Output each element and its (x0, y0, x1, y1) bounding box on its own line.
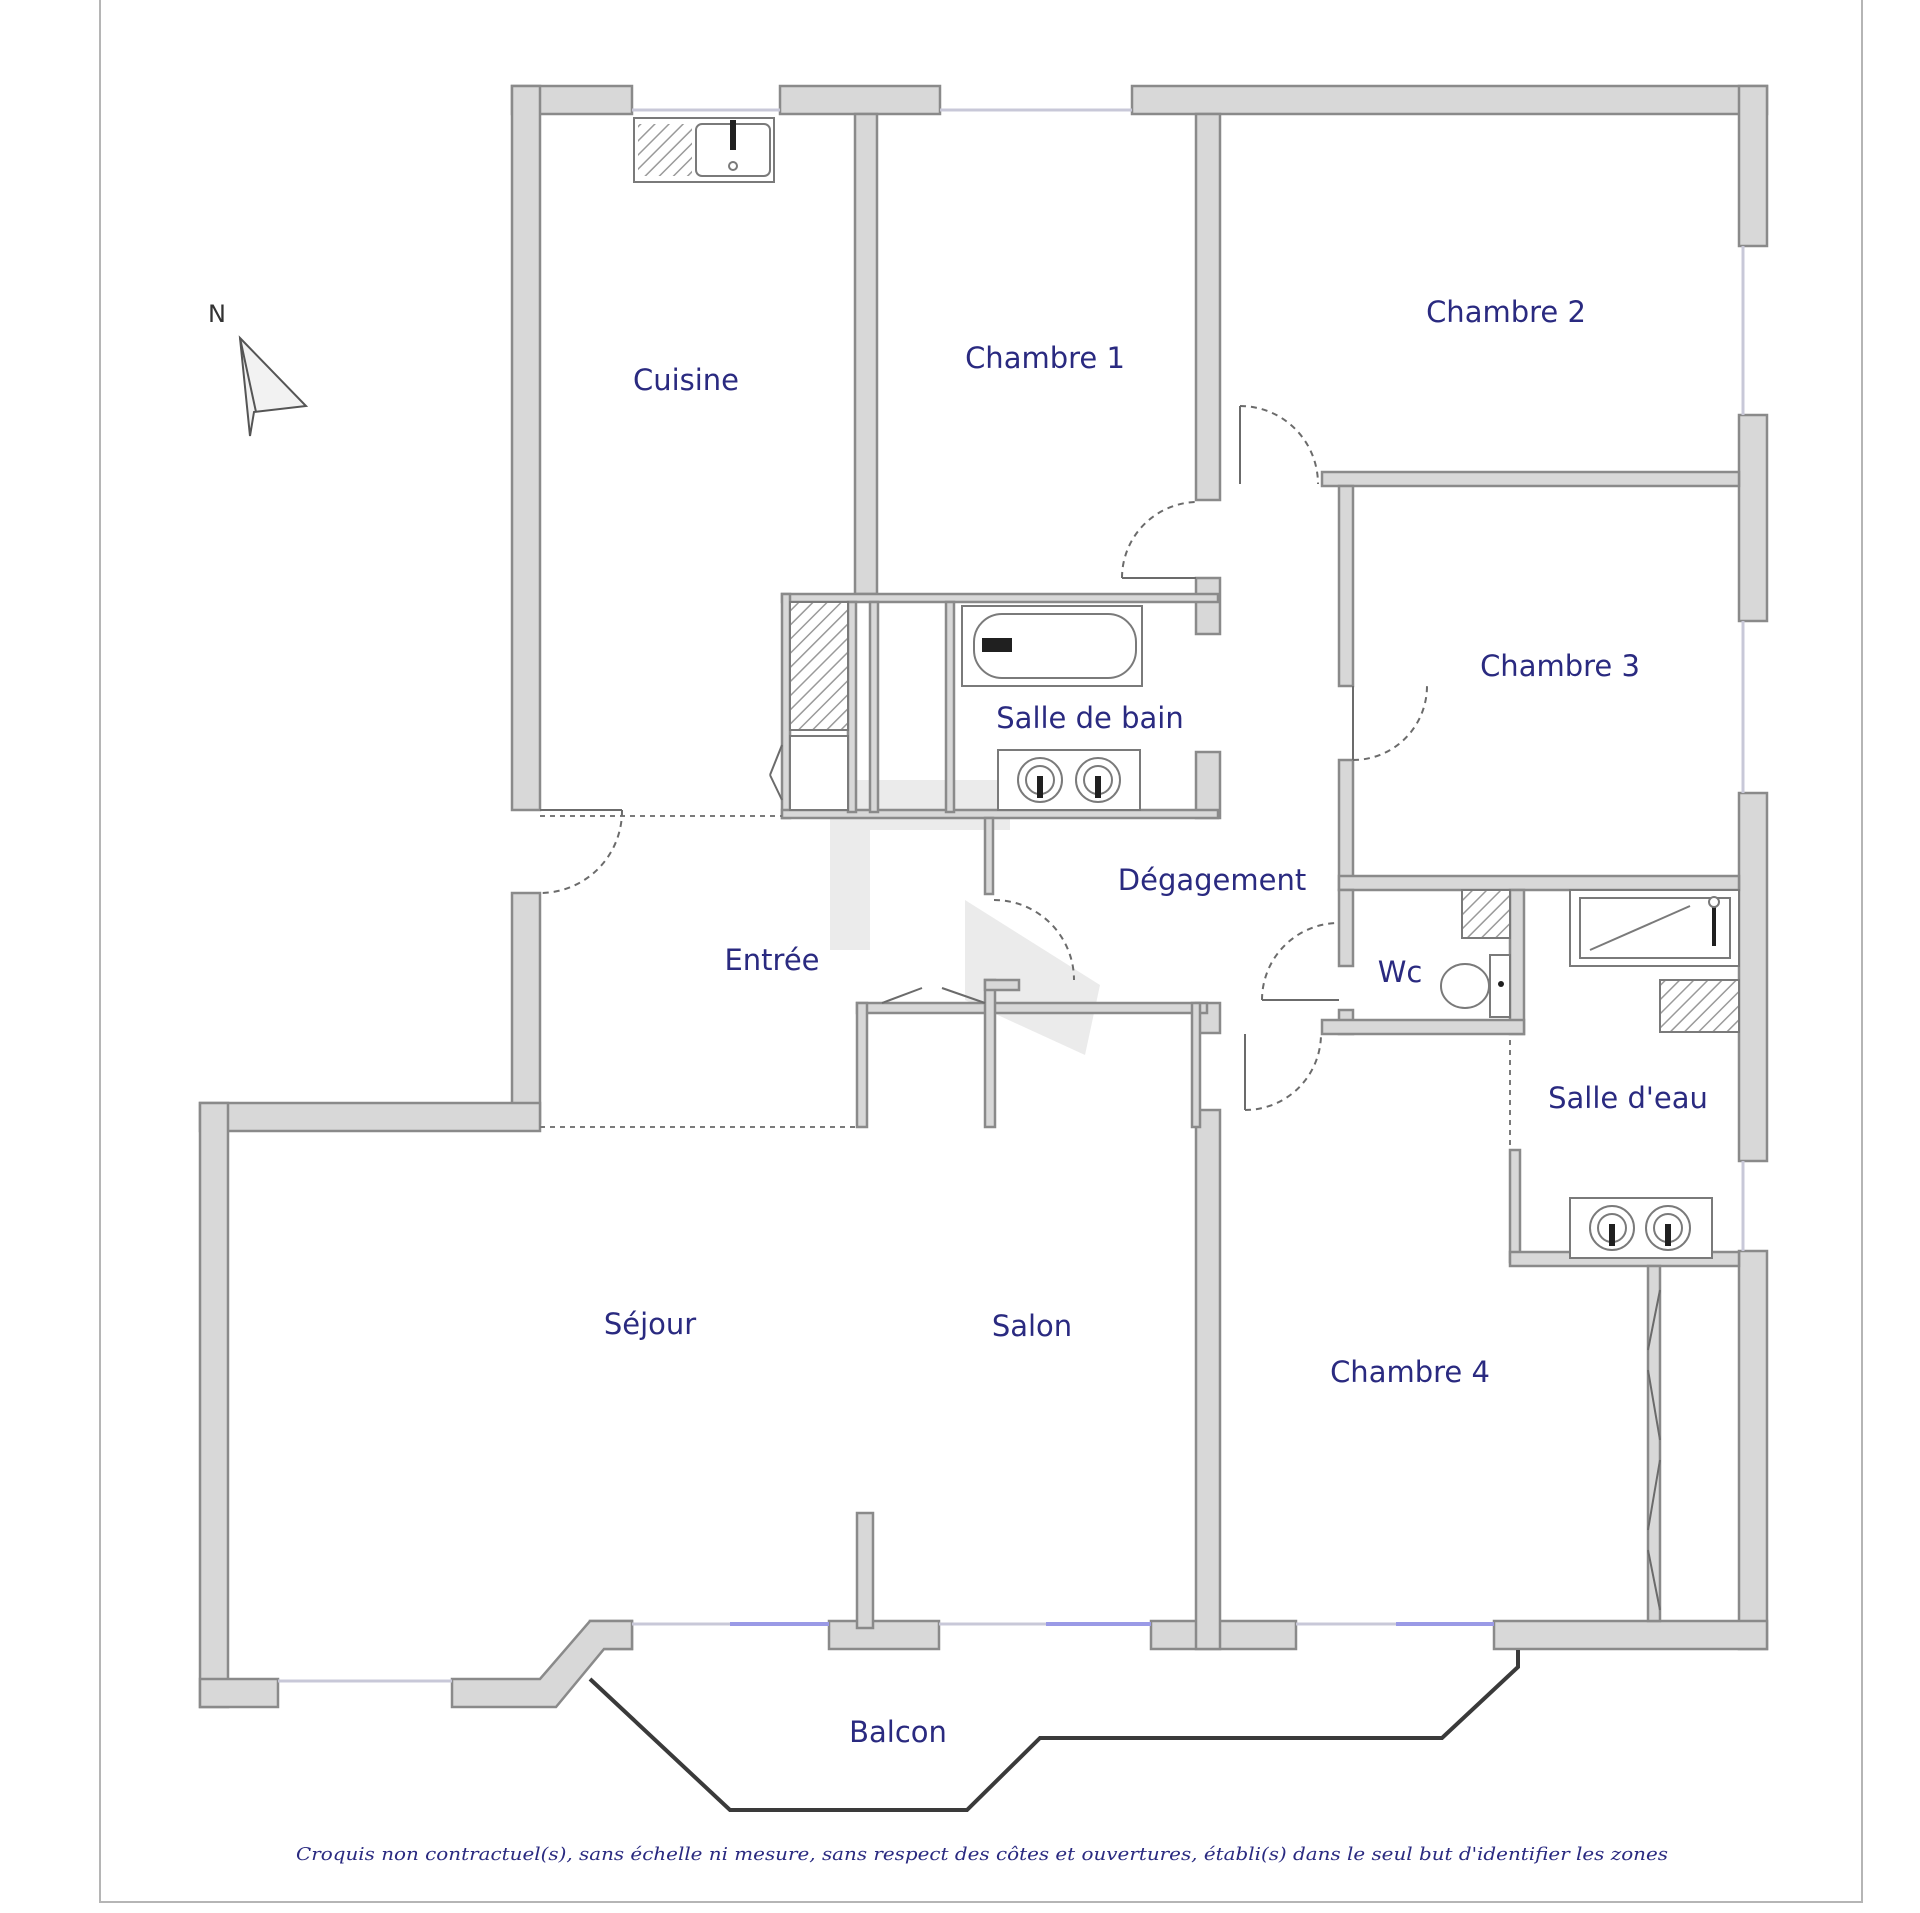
bathtub-icon (961, 605, 1143, 687)
north-label: N (208, 300, 226, 328)
duct-hatch (789, 601, 849, 731)
room-label-chambre3: Chambre 3 (1480, 649, 1640, 683)
watermark-logo (830, 780, 1100, 1055)
room-label-chambre2: Chambre 2 (1426, 295, 1586, 329)
room-label-salle-deau: Salle d'eau (1548, 1081, 1708, 1115)
wc-duct-hatch (1461, 889, 1511, 939)
kitchen-sink-icon (633, 117, 775, 183)
room-label-chambre4: Chambre 4 (1330, 1355, 1490, 1389)
shower-icon (1569, 889, 1740, 967)
windows (278, 108, 1745, 1683)
double-basin-icon (997, 749, 1141, 811)
room-labels: Cuisine Chambre 1 Chambre 2 Chambre 3 Sa… (604, 295, 1708, 1749)
room-label-sejour: Séjour (604, 1307, 696, 1341)
room-label-degagement: Dégagement (1118, 863, 1306, 897)
storage-cabinet (789, 735, 849, 811)
room-label-entree: Entrée (724, 943, 819, 977)
room-label-salon: Salon (992, 1309, 1072, 1343)
room-label-cuisine: Cuisine (633, 363, 739, 397)
toilet-icon (1440, 954, 1511, 1018)
room-label-chambre1: Chambre 1 (965, 341, 1125, 375)
page-frame (99, 0, 1863, 1903)
room-label-salle-de-bain: Salle de bain (996, 701, 1183, 735)
salle-deau-duct-hatch (1659, 979, 1740, 1033)
disclaimer-text: Croquis non contractuel(s), sans échelle… (296, 1844, 1668, 1865)
zone-boundaries (540, 815, 1511, 1150)
fixtures (633, 117, 1740, 1259)
north-arrow-icon (238, 335, 309, 437)
doors (539, 405, 1661, 1611)
balcony-outline (588, 1650, 1520, 1812)
room-label-wc: Wc (1378, 955, 1423, 989)
double-basin-icon-2 (1569, 1197, 1713, 1259)
room-label-balcon: Balcon (849, 1715, 947, 1749)
walls (198, 84, 1769, 1709)
